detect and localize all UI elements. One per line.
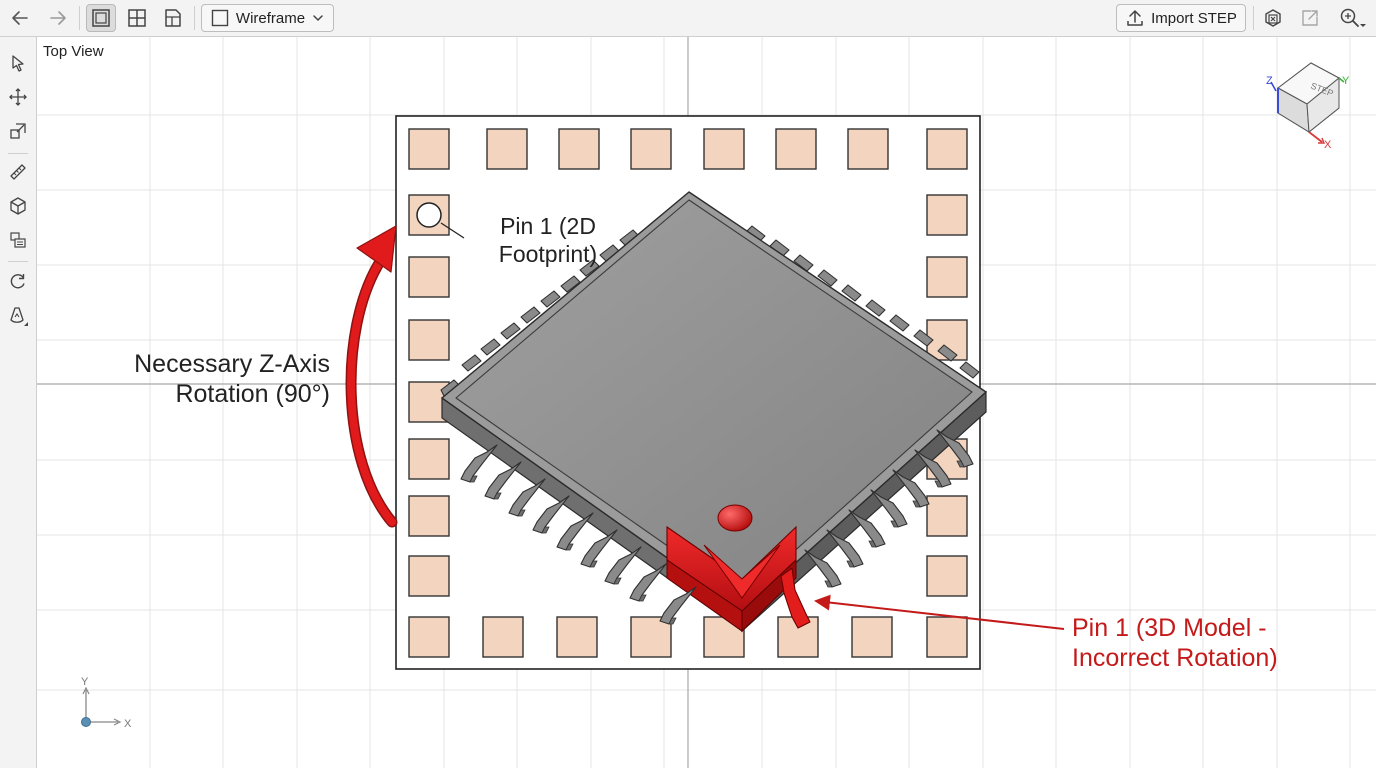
import-step-label: Import STEP [1151, 9, 1237, 27]
move-tool-button[interactable] [6, 85, 30, 109]
single-view-button[interactable] [86, 4, 116, 32]
quad-viewport-icon [128, 9, 146, 27]
cube-icon [10, 197, 26, 215]
rotation-line1: Necessary Z-Axis [134, 350, 330, 378]
toolbar-divider [194, 6, 195, 30]
pin1-2d-leader-line [440, 222, 465, 239]
chevron-down-icon [313, 15, 323, 22]
origin-axes-widget: Y X [81, 676, 132, 730]
quad-view-button[interactable] [123, 4, 151, 32]
layers-tool-button[interactable] [6, 228, 30, 252]
main-toolbar: Wireframe Import STEP [0, 0, 1376, 37]
move-icon [9, 88, 27, 106]
viewport-canvas[interactable]: STEP Z Y X Y X [37, 37, 1376, 768]
chip-back-leads-left [440, 229, 640, 403]
pin1-footprint-marker [416, 202, 442, 228]
light-icon [10, 307, 28, 326]
nav-cube-y-label: Y [1342, 75, 1350, 87]
toolbar-divider [79, 6, 80, 30]
single-viewport-icon [92, 9, 110, 27]
rotate-tool-button[interactable] [6, 269, 30, 293]
square-outline-icon [211, 9, 229, 27]
view-mode-label: Wireframe [235, 9, 306, 27]
delete-model-icon [1265, 9, 1281, 27]
nav-cube-z-label: Z [1266, 75, 1273, 87]
tool-sidebar [0, 37, 37, 768]
pin1-2d-line1: Pin 1 (2D [500, 213, 596, 239]
select-arrow-icon [12, 55, 24, 72]
select-tool-button[interactable] [6, 51, 30, 75]
rotation-line2: Rotation (90°) [175, 380, 330, 408]
chip-back-leads-right [745, 225, 980, 379]
tool-divider [8, 261, 28, 262]
rotation-arrow [345, 225, 398, 528]
zoom-button[interactable] [1336, 4, 1370, 32]
upload-icon [1127, 10, 1143, 26]
split-view-button[interactable] [159, 4, 187, 32]
pin1-3d-line1: Pin 1 (3D Model - [1072, 614, 1267, 642]
export-icon [1302, 10, 1318, 26]
import-step-button[interactable]: Import STEP [1116, 4, 1246, 32]
measure-tool-button[interactable] [6, 160, 30, 184]
view-name-label: Top View [43, 43, 104, 60]
pin1-2d-line2: Footprint) [498, 241, 598, 267]
pin1-3d-leader-line [814, 594, 1065, 630]
origin-x-label: X [124, 718, 132, 730]
arrow-left-icon [12, 11, 28, 25]
view-mode-dropdown[interactable]: Wireframe [201, 4, 334, 32]
pin1-3d-annotation: Pin 1 (3D Model - Incorrect Rotation) [1072, 613, 1352, 673]
zoom-icon [1340, 8, 1366, 27]
forward-button[interactable] [44, 4, 72, 32]
tool-divider [8, 153, 28, 154]
layers-icon [10, 232, 26, 248]
back-button[interactable] [6, 4, 34, 32]
delete-model-button[interactable] [1259, 4, 1287, 32]
scale-tool-button[interactable] [6, 119, 30, 143]
3d-viewport[interactable]: STEP Z Y X Y X Top View Pin 1 (2D Footpr… [37, 37, 1376, 768]
rotate-icon [10, 274, 25, 289]
pin1-3d-dot [717, 504, 753, 532]
pin1-2d-annotation: Pin 1 (2D Footprint) [468, 212, 628, 268]
arrow-right-icon [50, 11, 66, 25]
primitive-tool-button[interactable] [6, 194, 30, 218]
rotation-annotation: Necessary Z-Axis Rotation (90°) [100, 349, 330, 409]
origin-y-label: Y [81, 676, 89, 688]
pin1-3d-lead [780, 567, 811, 629]
pin1-3d-line2: Incorrect Rotation) [1072, 644, 1278, 672]
export-button[interactable] [1296, 4, 1324, 32]
scale-icon [10, 123, 26, 139]
light-tool-button[interactable] [6, 304, 30, 328]
measure-icon [10, 164, 26, 180]
navigation-cube[interactable]: STEP Z Y X [1266, 62, 1350, 151]
split-viewport-icon [165, 9, 181, 27]
toolbar-divider [1253, 6, 1254, 30]
nav-cube-x-label: X [1324, 139, 1332, 151]
